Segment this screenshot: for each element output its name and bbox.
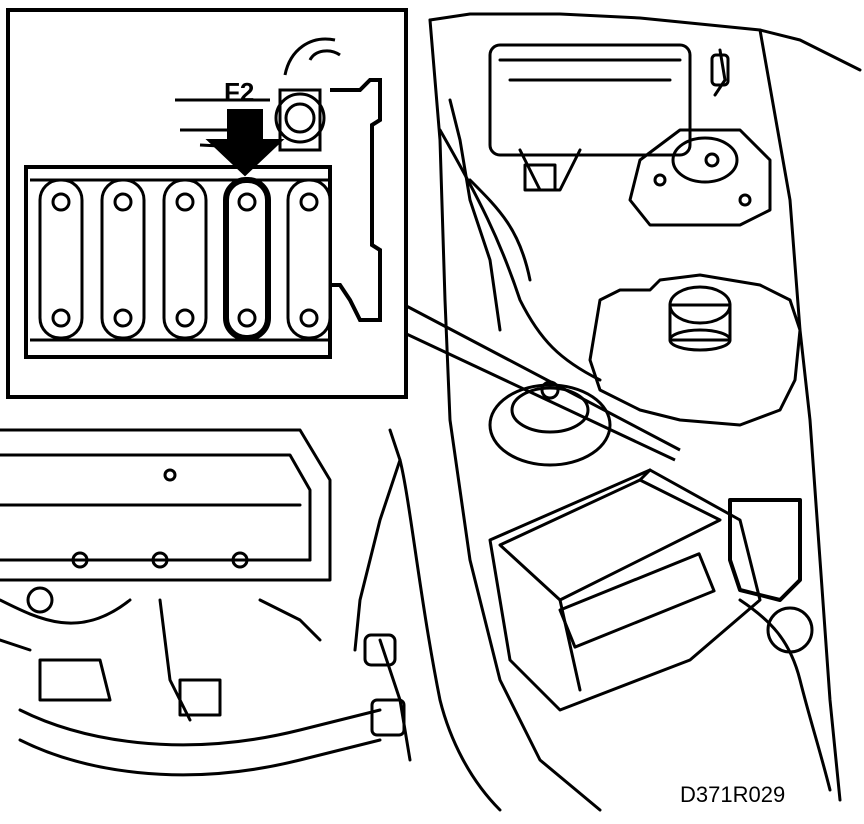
- callout-leader-lines: [394, 298, 681, 462]
- fuse-f2-highlighted: [223, 177, 271, 341]
- fuse: [162, 178, 208, 340]
- panel-bracket: [330, 78, 382, 322]
- fuse: [38, 178, 84, 340]
- steering-reservoir: [488, 383, 612, 467]
- body-edge-right: [758, 28, 842, 802]
- fender-inner: [428, 18, 602, 812]
- fuse-box-location: [728, 498, 802, 602]
- drawing-code: D371R029: [680, 782, 785, 807]
- fender-outline: [428, 12, 862, 72]
- fuse-row: [38, 177, 332, 341]
- fuse-label: F2: [224, 77, 254, 107]
- brake-line-upper: [448, 98, 502, 332]
- strut-tower: [628, 128, 772, 227]
- battery-outline: [488, 468, 762, 712]
- wiper-motor-housing: [488, 43, 692, 157]
- fuse-callout-inset: F2: [6, 8, 408, 399]
- fuse: [100, 178, 146, 340]
- coolant-expansion-tank: [588, 273, 802, 427]
- pointer-arrow: [205, 109, 285, 177]
- engine-bay-illustration: [0, 12, 862, 812]
- lower-hose: [18, 708, 382, 747]
- fuse: [286, 178, 332, 340]
- engine-cam-cover: [0, 428, 332, 582]
